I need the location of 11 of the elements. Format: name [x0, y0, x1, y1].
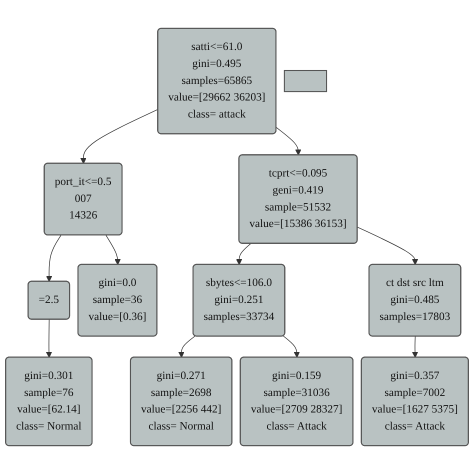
- arrow: [46, 234, 62, 282]
- arrow: [236, 243, 251, 266]
- arrow: [276, 127, 302, 156]
- arrow: [357, 226, 418, 266]
- arrow: [46, 319, 52, 358]
- arrow: [80, 109, 158, 164]
- node-box: [284, 70, 328, 92]
- arrow: [178, 336, 196, 358]
- arrow: [412, 336, 418, 358]
- arrow: [106, 234, 121, 266]
- arrow: [282, 336, 300, 358]
